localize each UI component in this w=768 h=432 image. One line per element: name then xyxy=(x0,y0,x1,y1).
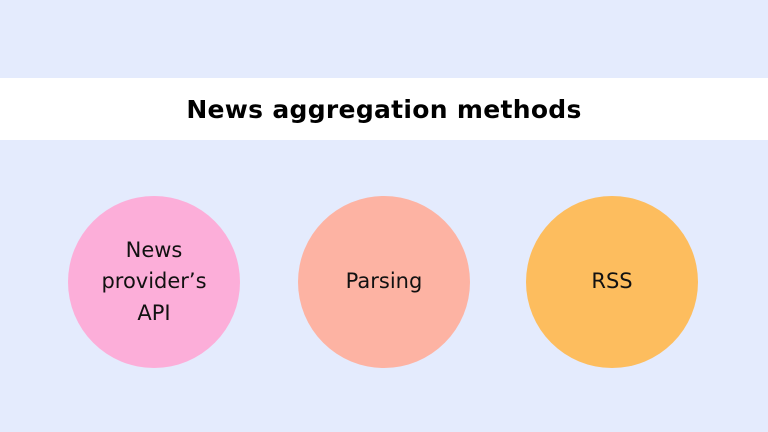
method-circle-api: News provider’s API xyxy=(68,196,240,368)
method-circle-parsing: Parsing xyxy=(298,196,470,368)
method-circle-rss: RSS xyxy=(526,196,698,368)
page-title: News aggregation methods xyxy=(186,94,582,124)
title-band: News aggregation methods xyxy=(0,78,768,140)
method-label: RSS xyxy=(591,269,633,294)
method-label: Parsing xyxy=(345,269,423,294)
method-label: News provider’s API xyxy=(101,237,207,325)
